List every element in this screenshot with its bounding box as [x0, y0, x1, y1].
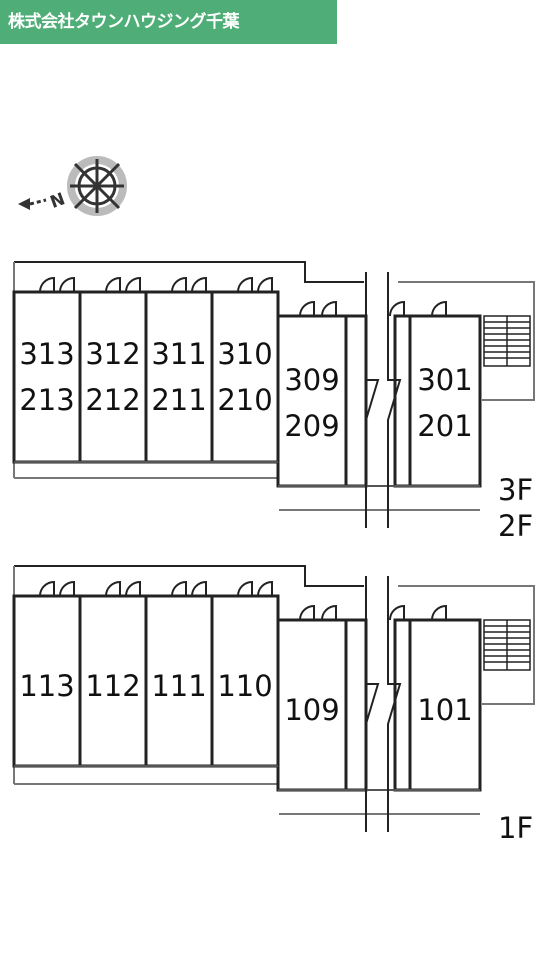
compass-north-label: N — [48, 189, 68, 213]
company-banner: 株式会社タウンハウジング千葉 — [0, 0, 337, 44]
unit-label: 112 — [85, 669, 140, 703]
lower-unit-labels: 113 112 111 110 109 101 1F — [19, 669, 533, 845]
floor-label: 1F — [498, 811, 533, 845]
floor-label: 3F — [498, 473, 533, 507]
compass-icon: N — [18, 156, 127, 216]
floor-label: 2F — [498, 509, 533, 543]
upper-floor-plan — [12, 261, 535, 528]
unit-label: 313 — [19, 337, 74, 371]
unit-label: 101 — [417, 693, 472, 727]
unit-label: 301 — [417, 363, 472, 397]
unit-label: 211 — [151, 383, 206, 417]
unit-label: 309 — [284, 363, 339, 397]
lower-floor-plan — [12, 565, 535, 832]
upper-unit-labels: 313 213 312 212 311 211 310 210 309 209 … — [19, 337, 533, 543]
unit-label: 201 — [417, 409, 472, 443]
unit-label: 109 — [284, 693, 339, 727]
unit-label: 212 — [85, 383, 140, 417]
unit-label: 310 — [217, 337, 272, 371]
unit-label: 210 — [217, 383, 272, 417]
unit-label: 110 — [217, 669, 272, 703]
unit-label: 113 — [19, 669, 74, 703]
unit-label: 209 — [284, 409, 339, 443]
unit-label: 312 — [85, 337, 140, 371]
unit-label: 311 — [151, 337, 206, 371]
unit-label: 213 — [19, 383, 74, 417]
unit-label: 111 — [151, 669, 206, 703]
